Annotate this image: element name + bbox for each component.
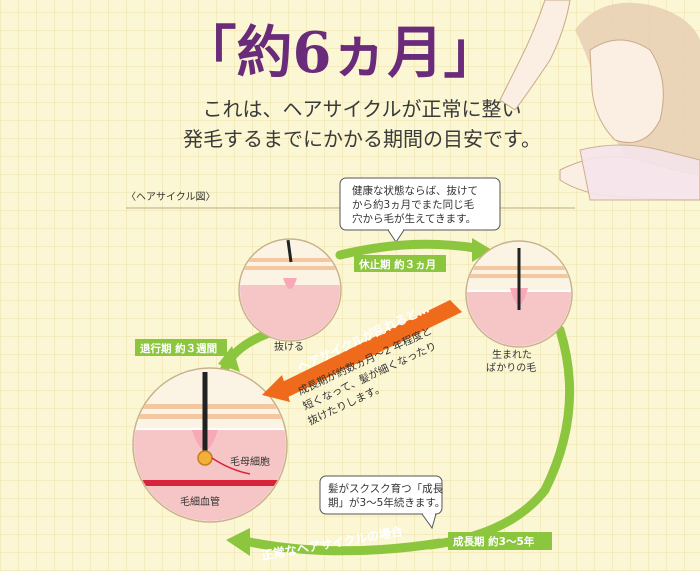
label-capillary: 毛細血管 [180, 495, 220, 508]
label-matrix-cell: 毛母細胞 [230, 455, 270, 468]
woman-illustration [499, 0, 700, 201]
follicle-newborn [465, 240, 573, 348]
info-bubble-top: 健康な状態ならば、抜けて から約3ヵ月でまた同じ毛 穴から毛が生えてきます。 [339, 177, 501, 243]
bubble-top-line-1: 健康な状態ならば、抜けて [352, 184, 478, 197]
subtitle-line-1: これは、ヘアサイクルが正常に整い [203, 97, 522, 121]
phase-rest-badge: 休止期 約３ヵ月 [354, 255, 446, 272]
bubble-bottom-line-1: 髪がスクスク育つ「成長 [328, 482, 444, 495]
label-newborn-line-1: 生まれた [492, 348, 532, 361]
phase-regression-badge: 退行期 約３週間 [135, 339, 227, 356]
bubble-bottom-line-2: 期」が3～5年続きます。 [328, 496, 445, 509]
page-title: 「約6ヵ月」 [181, 20, 500, 86]
subtitle-line-2: 発毛するまでにかかる期間の目安です。 [183, 127, 541, 151]
phase-rest-label: 休止期 約３ヵ月 [358, 258, 436, 271]
cycle-arrowheads [218, 238, 492, 556]
label-newborn-line-2: ばかりの毛 [486, 362, 536, 374]
info-bubble-bottom: 髪がスクスク育つ「成長 期」が3～5年続きます。 [319, 475, 445, 530]
label-fell-out: 抜ける [274, 340, 304, 353]
bubble-top-line-2: から約3ヵ月でまた同じ毛 [352, 198, 475, 211]
bubble-top-line-3: 穴から毛が生えてきます。 [352, 212, 476, 225]
phase-growth-label: 成長期 約3～5年 [453, 535, 535, 548]
section-label: 〈ヘアサイクル図〉 [126, 191, 216, 203]
phase-regression-label: 退行期 約３週間 [140, 342, 217, 355]
follicle-fell-out [238, 238, 342, 342]
phase-growth-badge: 成長期 約3～5年 [448, 532, 552, 550]
